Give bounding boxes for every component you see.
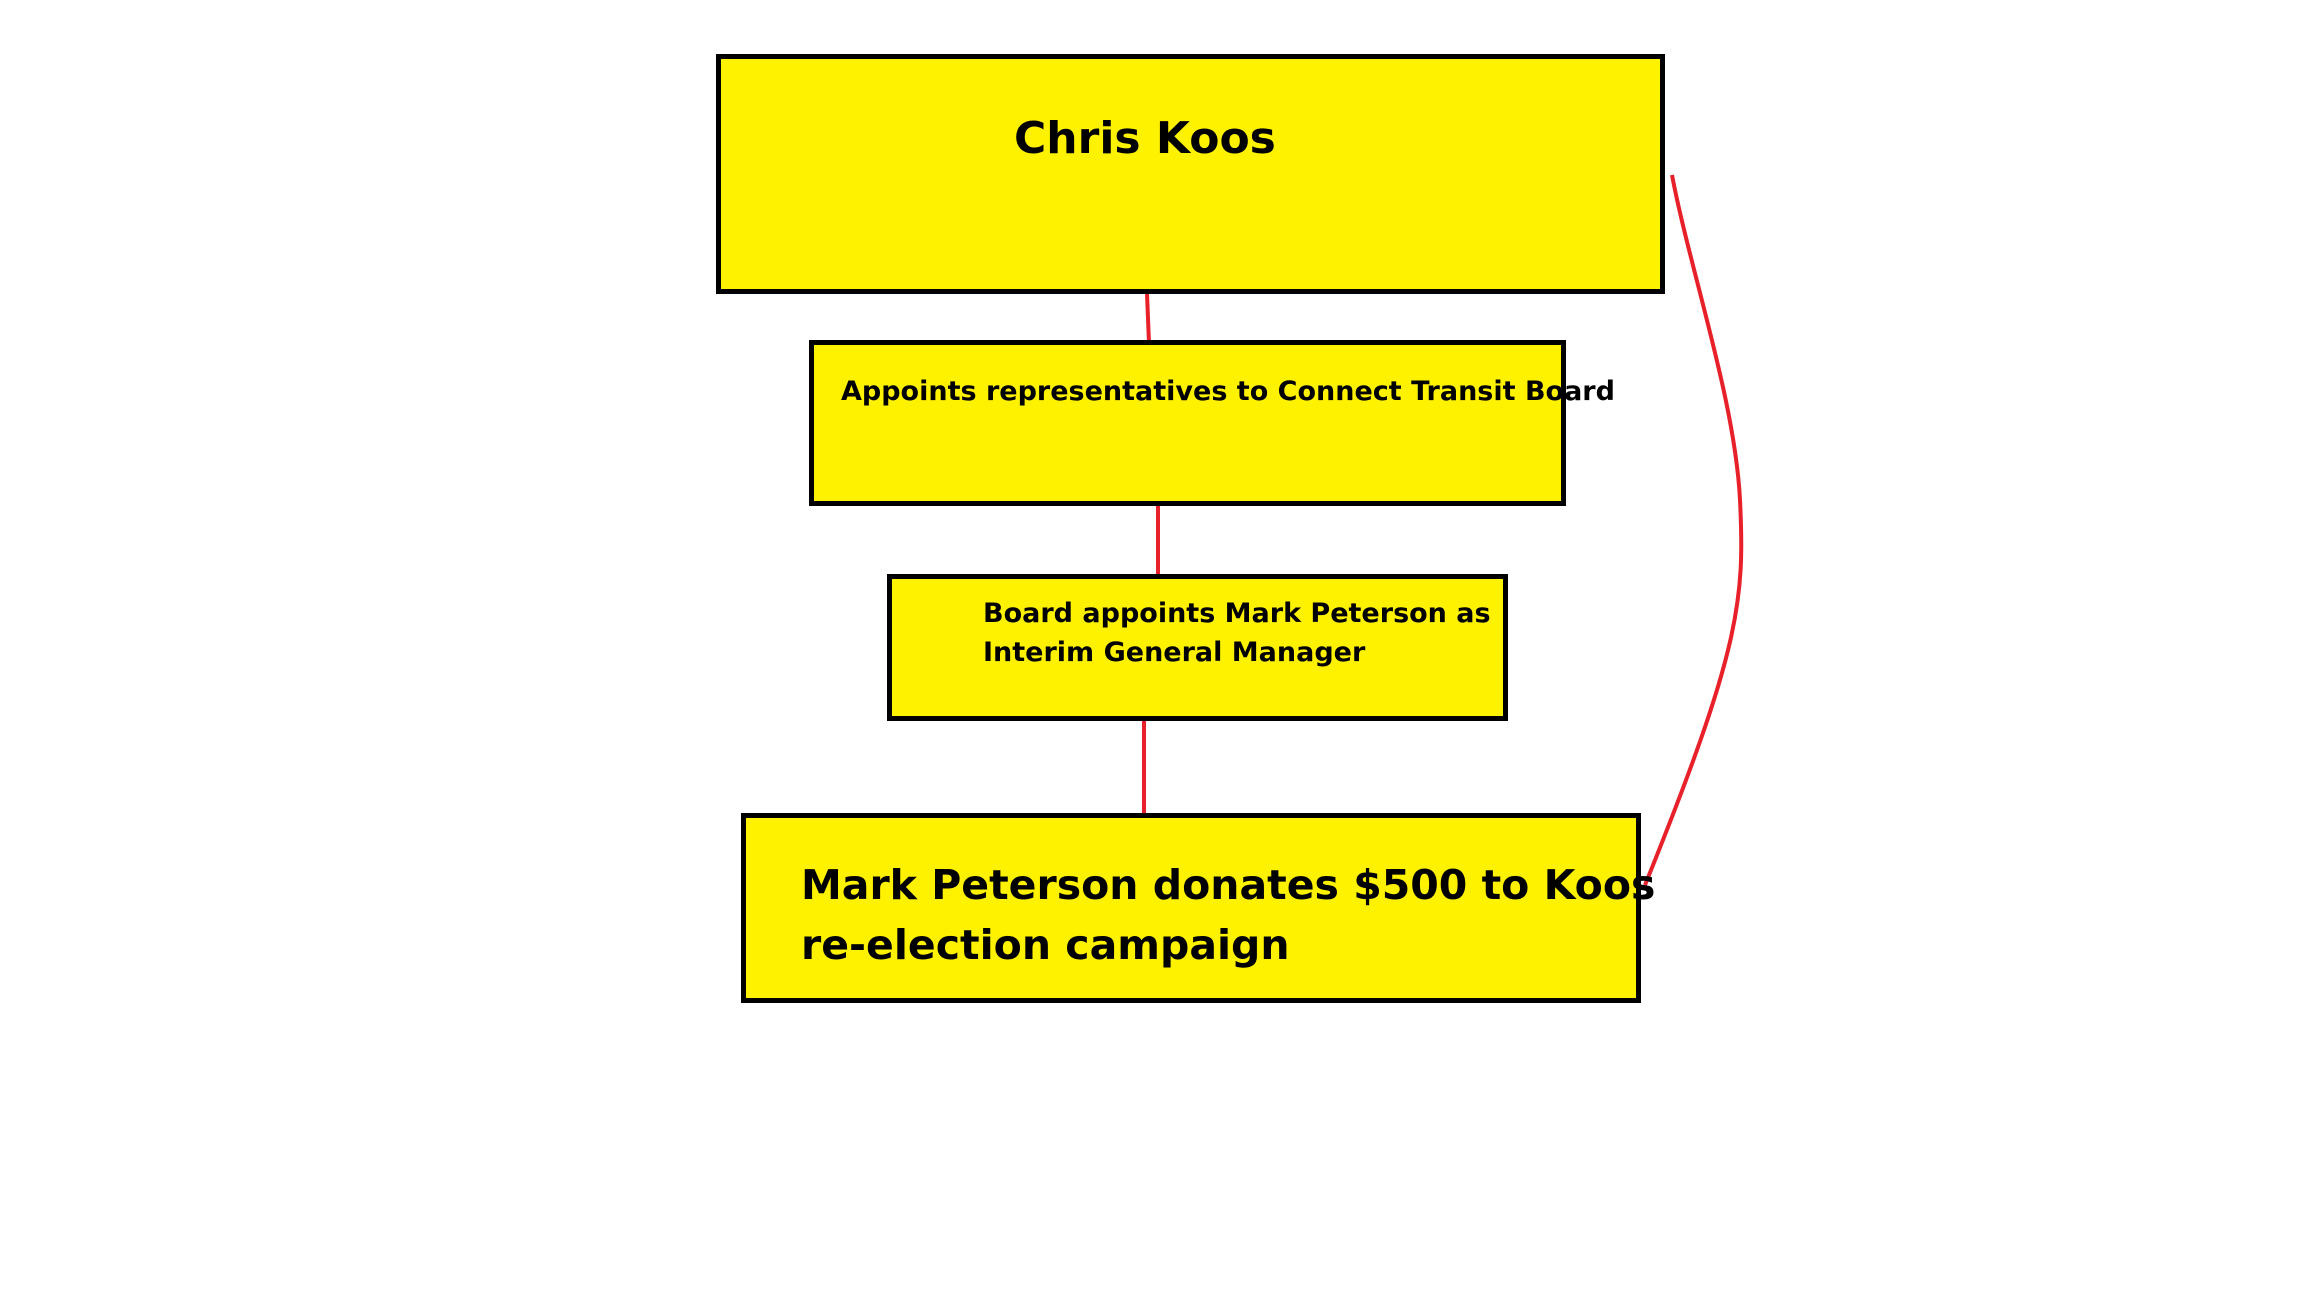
node-board-appoints-peterson: Board appoints Mark Peterson as Interim … (887, 574, 1508, 721)
node-appoints-representatives-label: Appoints representatives to Connect Tran… (841, 376, 1615, 407)
node-appoints-representatives: Appoints representatives to Connect Tran… (809, 340, 1615, 506)
node-peterson-donation: Mark Peterson donates $500 to Koos re-el… (741, 813, 1655, 1003)
connector-koos-to-appoints (1145, 293, 1151, 344)
node-peterson-donation-label: Mark Peterson donates $500 to Koos re-el… (801, 855, 1655, 975)
connector-donation-to-koos-curve (1643, 174, 1744, 886)
node-board-appoints-peterson-line2: Interim General Manager (983, 637, 1366, 668)
node-chris-koos-label: Chris Koos (1014, 113, 1276, 164)
node-peterson-donation-line2: re-election campaign (801, 921, 1290, 969)
node-chris-koos: Chris Koos (716, 54, 1665, 294)
node-board-appoints-peterson-line1: Board appoints Mark Peterson as (983, 598, 1491, 629)
node-peterson-donation-line1: Mark Peterson donates $500 to Koos (801, 861, 1656, 909)
node-board-appoints-peterson-label: Board appoints Mark Peterson as Interim … (983, 594, 1491, 672)
